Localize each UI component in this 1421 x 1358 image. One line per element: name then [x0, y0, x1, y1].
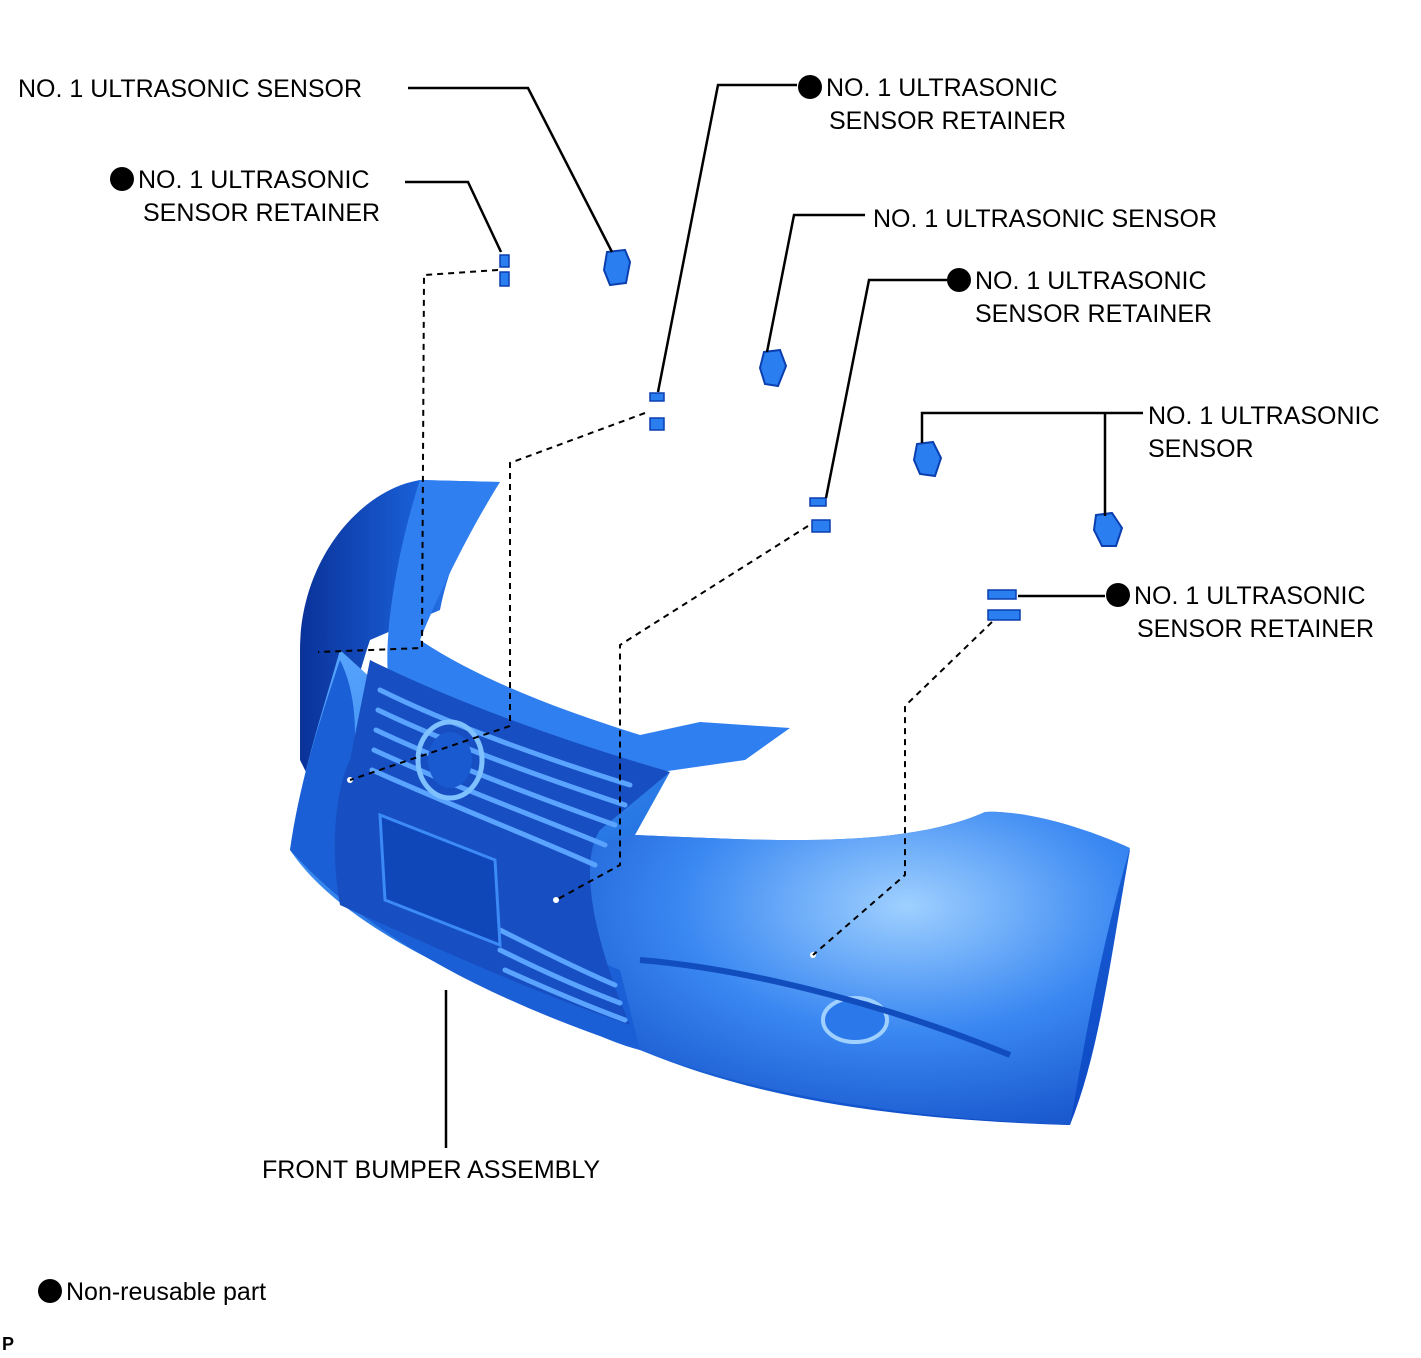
- legend-text: Non-reusable part: [66, 1278, 267, 1306]
- non-reusable-icon: [110, 167, 134, 191]
- leader-lines: [405, 83, 1143, 1148]
- label-retainer-top-center: NO. 1 ULTRASONIC SENSOR RETAINER: [798, 72, 1066, 138]
- corner-mark: P: [2, 1334, 15, 1354]
- label-front-bumper-assembly: FRONT BUMPER ASSEMBLY: [262, 1156, 601, 1184]
- label-sensor-right: NO. 1 ULTRASONIC SENSOR: [1148, 402, 1380, 463]
- label-retainer-right: NO. 1 ULTRASONIC SENSOR RETAINER: [1106, 580, 1374, 646]
- sensor-part-1: [602, 248, 632, 287]
- sensor-part-2: [758, 348, 788, 388]
- bumper-upper-lip: [387, 480, 790, 775]
- label-sensor-top-left: NO. 1 ULTRASONIC SENSOR: [18, 75, 363, 103]
- ultrasonic-sensors: [602, 248, 1124, 547]
- bumper-crease: [639, 957, 1012, 1058]
- sensor-part-4: [1092, 511, 1124, 547]
- label-sensor-center: NO. 1 ULTRASONIC SENSOR: [873, 205, 1218, 233]
- non-reusable-icon: [947, 268, 971, 292]
- legend: Non-reusable part: [38, 1276, 266, 1309]
- emblem: [415, 719, 485, 801]
- non-reusable-icon: [798, 75, 822, 99]
- license-plate-bracket: [378, 812, 502, 948]
- label-retainer-center: NO. 1 ULTRASONIC SENSOR RETAINER: [947, 265, 1212, 331]
- filled-circle-icon: [38, 1279, 62, 1303]
- ultrasonic-sensor-retainers: [499, 254, 1021, 621]
- bumper-right-panel: [570, 811, 1130, 1125]
- sensor-part-3: [912, 440, 943, 478]
- front-bumper-assembly: [290, 480, 1130, 1125]
- label-retainer-left: NO. 1 ULTRASONIC SENSOR RETAINER: [110, 164, 380, 230]
- dashed-leader-lines: [317, 269, 993, 956]
- non-reusable-icon: [1106, 583, 1130, 607]
